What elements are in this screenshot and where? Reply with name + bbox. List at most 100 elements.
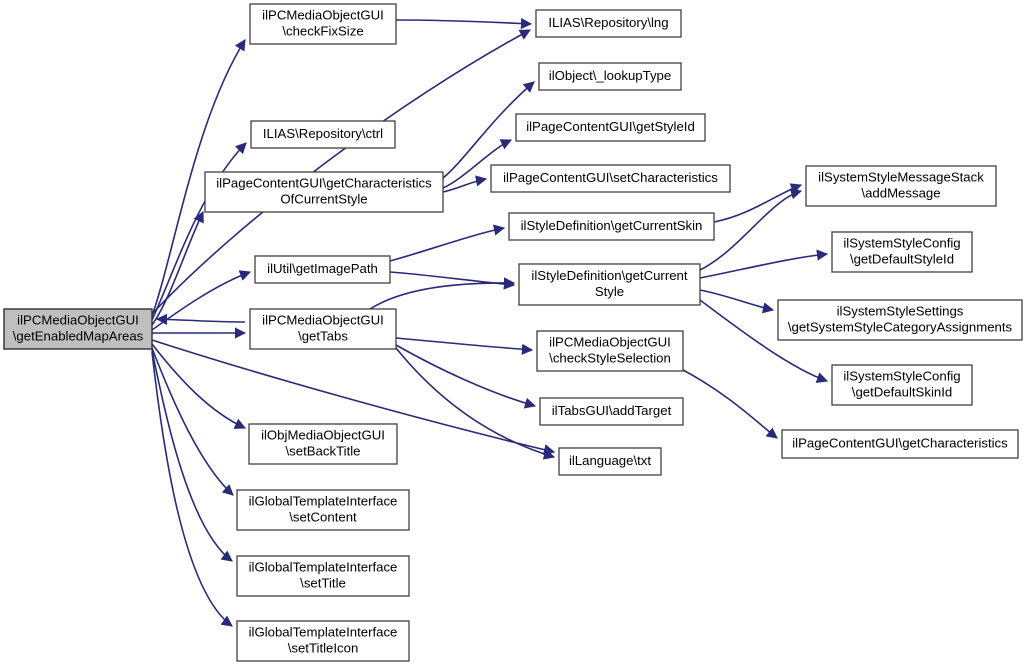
node-label-checkFixSize-line-0: ilPCMediaObjectGUI (262, 7, 384, 22)
call-edge-root-to-checkFixSize (151, 39, 246, 317)
node-box-getCurrentSkin[interactable] (508, 212, 715, 241)
node-label-getCurrentStyle-line-1: Style (595, 284, 624, 299)
node-label-setTitle-line-1: \setTitle (300, 575, 346, 590)
call-edge-getImagePath-to-getCurrentSkin (389, 224, 506, 262)
node-label-setCharacteristics-line-0: ilPageContentGUI\setCharacteristics (503, 170, 718, 185)
node-getDefaultStyleId[interactable]: ilSystemStyleConfig\getDefaultStyleId (831, 231, 973, 273)
node-box-addTarget[interactable] (539, 397, 684, 426)
node-box-checkFixSize[interactable] (249, 3, 397, 45)
node-box-ctrl[interactable] (250, 120, 396, 149)
call-edge-getTabs-to-root (155, 313, 246, 325)
node-getDefaultSkinId[interactable]: ilSystemStyleConfig\getDefaultSkinId (831, 364, 973, 406)
node-box-addMessage[interactable] (805, 165, 997, 207)
node-label-addMessage-line-0: ilSystemStyleMessageStack (818, 169, 984, 184)
node-box-getStyleId[interactable] (515, 113, 706, 142)
node-box-getDefaultSkinId[interactable] (831, 364, 973, 406)
node-label-checkStyleSelection-line-1: \checkStyleSelection (549, 350, 671, 365)
node-setContent[interactable]: ilGlobalTemplateInterface\setContent (236, 489, 410, 531)
node-setTitleIcon[interactable]: ilGlobalTemplateInterface\setTitleIcon (236, 620, 410, 662)
node-box-root[interactable] (3, 308, 153, 350)
node-getCurrentSkin[interactable]: ilStyleDefinition\getCurrentSkin (508, 212, 715, 241)
node-box-getDefaultStyleId[interactable] (831, 231, 973, 273)
nodes-layer: ilPCMediaObjectGUI\getEnabledMapAreasilP… (3, 3, 1023, 662)
node-label-getCurrentStyle-line-0: ilStyleDefinition\getCurrent (531, 268, 687, 283)
call-edge-checkStyleSelection-to-getCharacteristics (682, 369, 778, 439)
node-getTabs[interactable]: ilPCMediaObjectGUI\getTabs (249, 308, 397, 350)
node-getCharacteristics[interactable]: ilPageContentGUI\getCharacteristics (781, 429, 1019, 459)
node-box-lng[interactable] (535, 9, 682, 38)
call-edge-root-to-lng (151, 29, 531, 315)
call-edge-root-to-setBackTitle (151, 343, 247, 429)
node-getSystemStyleCategoryAssignments[interactable]: ilSystemStyleSettings\getSystemStyleCate… (777, 299, 1023, 341)
node-label-setBackTitle-line-0: ilObjMediaObjectGUI (261, 427, 385, 442)
node-label-setTitleIcon-line-1: \setTitleIcon (288, 640, 359, 655)
node-addTarget[interactable]: ilTabsGUI\addTarget (539, 397, 684, 426)
node-box-lookupType[interactable] (538, 62, 682, 91)
node-getImagePath[interactable]: ilUtil\getImagePath (254, 255, 391, 284)
node-box-getCharacteristicsOfCurrentStyle[interactable] (204, 171, 444, 213)
node-getCharacteristicsOfCurrentStyle[interactable]: ilPageContentGUI\getCharacteristicsOfCur… (204, 171, 444, 213)
node-box-setCharacteristics[interactable] (490, 164, 731, 193)
call-edge-getCurrentSkin-to-addMessage (713, 183, 803, 223)
node-label-checkFixSize-line-1: \checkFixSize (282, 23, 363, 38)
node-box-setTitleIcon[interactable] (236, 620, 410, 662)
node-label-getSystemStyleCategoryAssignments-line-1: \getSystemStyleCategoryAssignments (788, 319, 1013, 334)
node-label-getSystemStyleCategoryAssignments-line-0: ilSystemStyleSettings (837, 303, 964, 318)
node-setTitle[interactable]: ilGlobalTemplateInterface\setTitle (236, 555, 410, 597)
node-root[interactable]: ilPCMediaObjectGUI\getEnabledMapAreas (3, 308, 153, 350)
call-edge-getCharacteristicsOfCurrentStyle-to-setCharacteristics (442, 175, 488, 193)
node-lng[interactable]: ILIAS\Repository\lng (535, 9, 682, 38)
node-label-getDefaultSkinId-line-1: \getDefaultSkinId (852, 384, 952, 399)
node-lookupType[interactable]: ilObject\_lookupType (538, 62, 682, 91)
node-label-getTabs-line-1: \getTabs (298, 328, 348, 343)
call-edge-root-to-setTitle (151, 349, 233, 562)
call-edge-getTabs-to-getCurrentStyle (369, 277, 516, 310)
node-label-addMessage-line-1: \addMessage (861, 185, 940, 200)
node-setCharacteristics[interactable]: ilPageContentGUI\setCharacteristics (490, 164, 731, 193)
node-ctrl[interactable]: ILIAS\Repository\ctrl (250, 120, 396, 149)
node-box-getCharacteristics[interactable] (781, 429, 1019, 459)
node-label-root-line-1: \getEnabledMapAreas (13, 328, 144, 343)
node-box-txt[interactable] (558, 447, 662, 476)
node-label-getCharacteristics-line-0: ilPageContentGUI\getCharacteristics (792, 435, 1008, 450)
node-checkFixSize[interactable]: ilPCMediaObjectGUI\checkFixSize (249, 3, 397, 45)
call-edge-getCharacteristicsOfCurrentStyle-to-lookupType (442, 81, 535, 179)
node-box-getSystemStyleCategoryAssignments[interactable] (777, 299, 1023, 341)
node-label-txt-line-0: ilLanguage\txt (569, 453, 651, 468)
node-label-getCurrentSkin-line-0: ilStyleDefinition\getCurrentSkin (521, 218, 703, 233)
node-box-setContent[interactable] (236, 489, 410, 531)
node-box-checkStyleSelection[interactable] (536, 330, 684, 372)
call-edge-root-to-txt (151, 339, 556, 456)
node-box-setTitle[interactable] (236, 555, 410, 597)
call-edge-getCurrentStyle-to-getDefaultStyleId (699, 249, 829, 279)
node-label-root-line-0: ilPCMediaObjectGUI (17, 312, 139, 327)
call-edge-root-to-getCharacteristicsOfCurrentStyle (151, 210, 204, 326)
call-edge-getCurrentStyle-to-addMessage (699, 188, 803, 271)
node-box-setBackTitle[interactable] (248, 423, 398, 465)
node-label-getStyleId-line-0: ilPageContentGUI\getStyleId (526, 119, 695, 134)
node-label-lookupType-line-0: ilObject\_lookupType (549, 68, 671, 83)
node-label-setContent-line-0: ilGlobalTemplateInterface (249, 493, 398, 508)
node-checkStyleSelection[interactable]: ilPCMediaObjectGUI\checkStyleSelection (536, 330, 684, 372)
node-getStyleId[interactable]: ilPageContentGUI\getStyleId (515, 113, 706, 142)
node-label-setContent-line-1: \setContent (289, 509, 357, 524)
node-txt[interactable]: ilLanguage\txt (558, 447, 662, 476)
call-edge-getTabs-to-txt (395, 347, 556, 460)
node-box-getTabs[interactable] (249, 308, 397, 350)
node-addMessage[interactable]: ilSystemStyleMessageStack\addMessage (805, 165, 997, 207)
node-box-getCurrentStyle[interactable] (518, 263, 701, 306)
node-box-getImagePath[interactable] (254, 255, 391, 284)
call-edge-root-to-ctrl (151, 142, 247, 321)
node-setBackTitle[interactable]: ilObjMediaObjectGUI\setBackTitle (248, 423, 398, 465)
call-edge-root-to-setContent (151, 347, 234, 496)
call-edge-getTabs-to-checkStyleSelection (395, 337, 534, 355)
node-label-getDefaultStyleId-line-0: ilSystemStyleConfig (843, 235, 960, 250)
call-edge-getTabs-to-addTarget (395, 344, 537, 409)
node-label-checkStyleSelection-line-0: ilPCMediaObjectGUI (549, 334, 671, 349)
node-label-getTabs-line-0: ilPCMediaObjectGUI (262, 312, 384, 327)
call-edge-getCurrentStyle-to-getDefaultSkinId (699, 299, 829, 383)
call-edge-checkFixSize-to-lng (395, 17, 533, 30)
